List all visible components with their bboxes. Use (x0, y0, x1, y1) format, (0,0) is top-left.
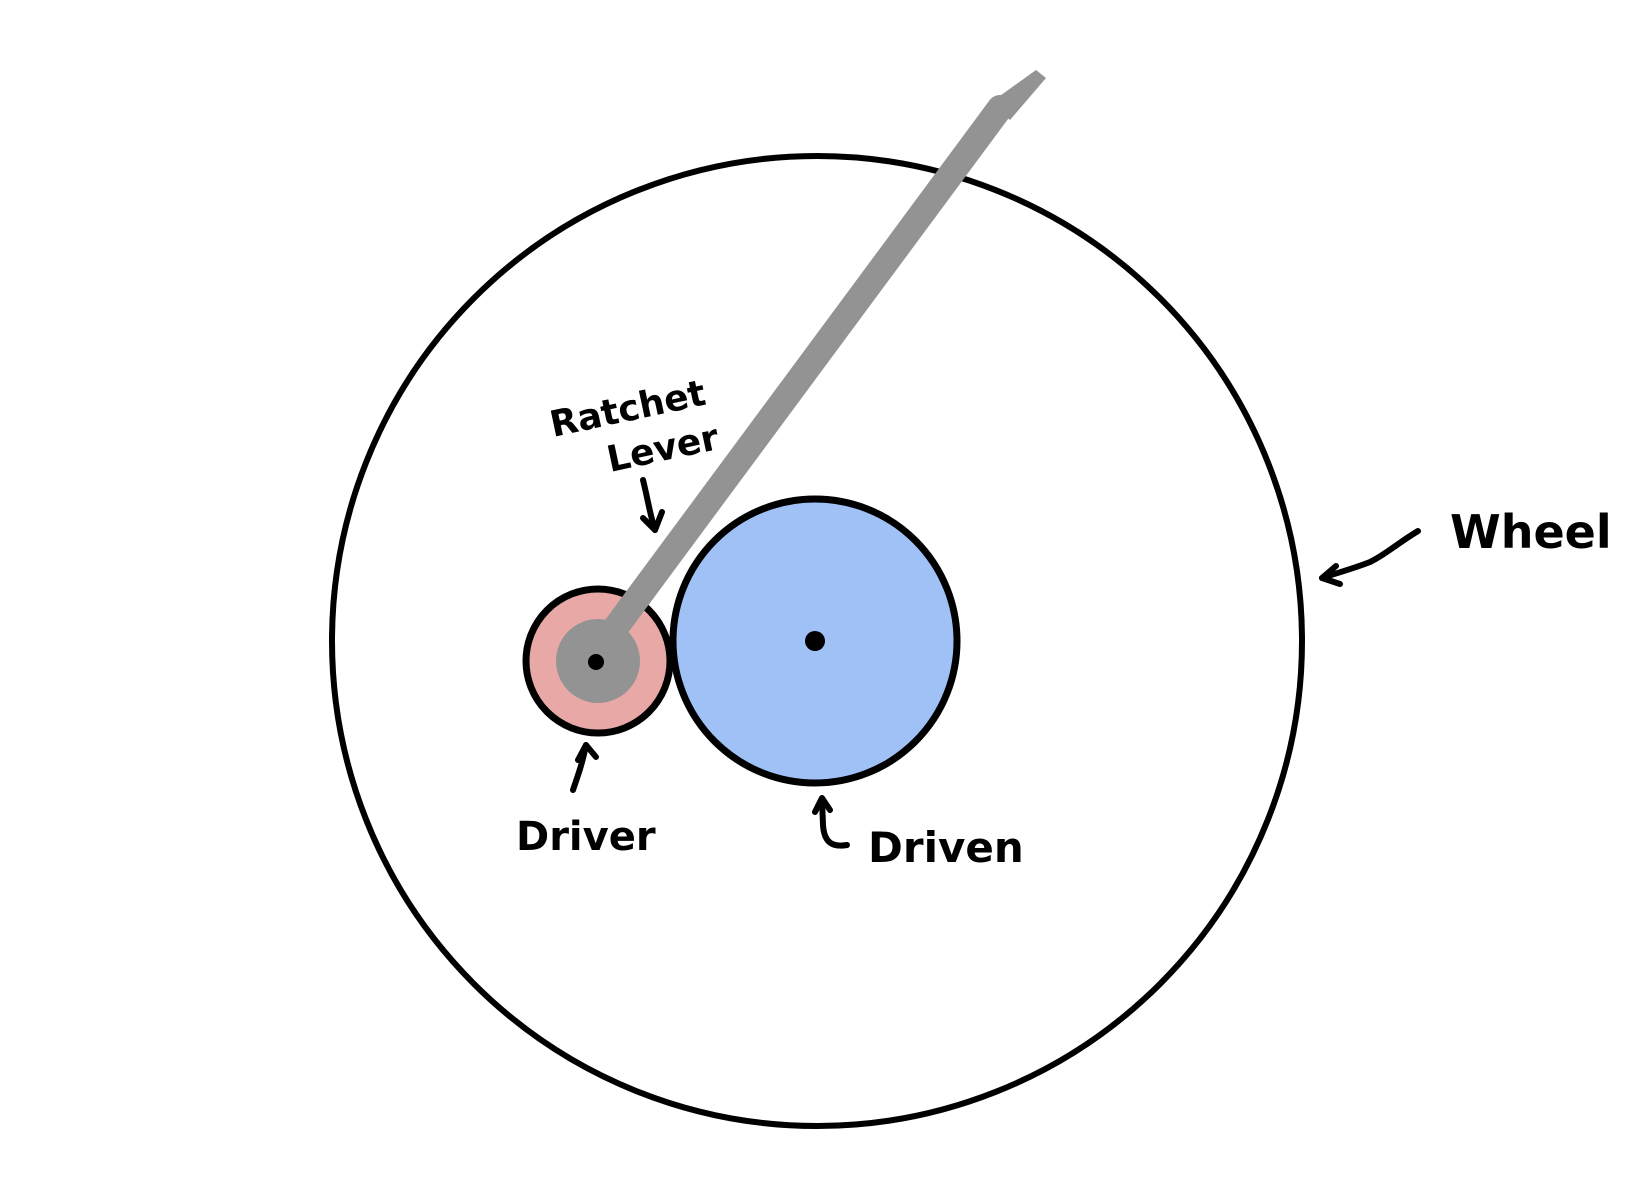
ratchet-lever-arm (589, 95, 1013, 659)
wheel-circle (329, 153, 1305, 1129)
ratchet-lever-tip (990, 70, 1046, 120)
driven-arrow (812, 795, 850, 849)
ratchet-lever (589, 70, 1046, 659)
driven-label: Driven (868, 823, 1024, 872)
ratchet-arrow (640, 477, 665, 533)
driver-arrow (570, 742, 599, 793)
driven-axle-dot (805, 631, 825, 651)
wheel-label: Wheel (1450, 505, 1612, 559)
wheel-arrow (1319, 528, 1421, 587)
driver-label: Driver (516, 814, 656, 860)
driver-axle-dot (588, 654, 604, 670)
